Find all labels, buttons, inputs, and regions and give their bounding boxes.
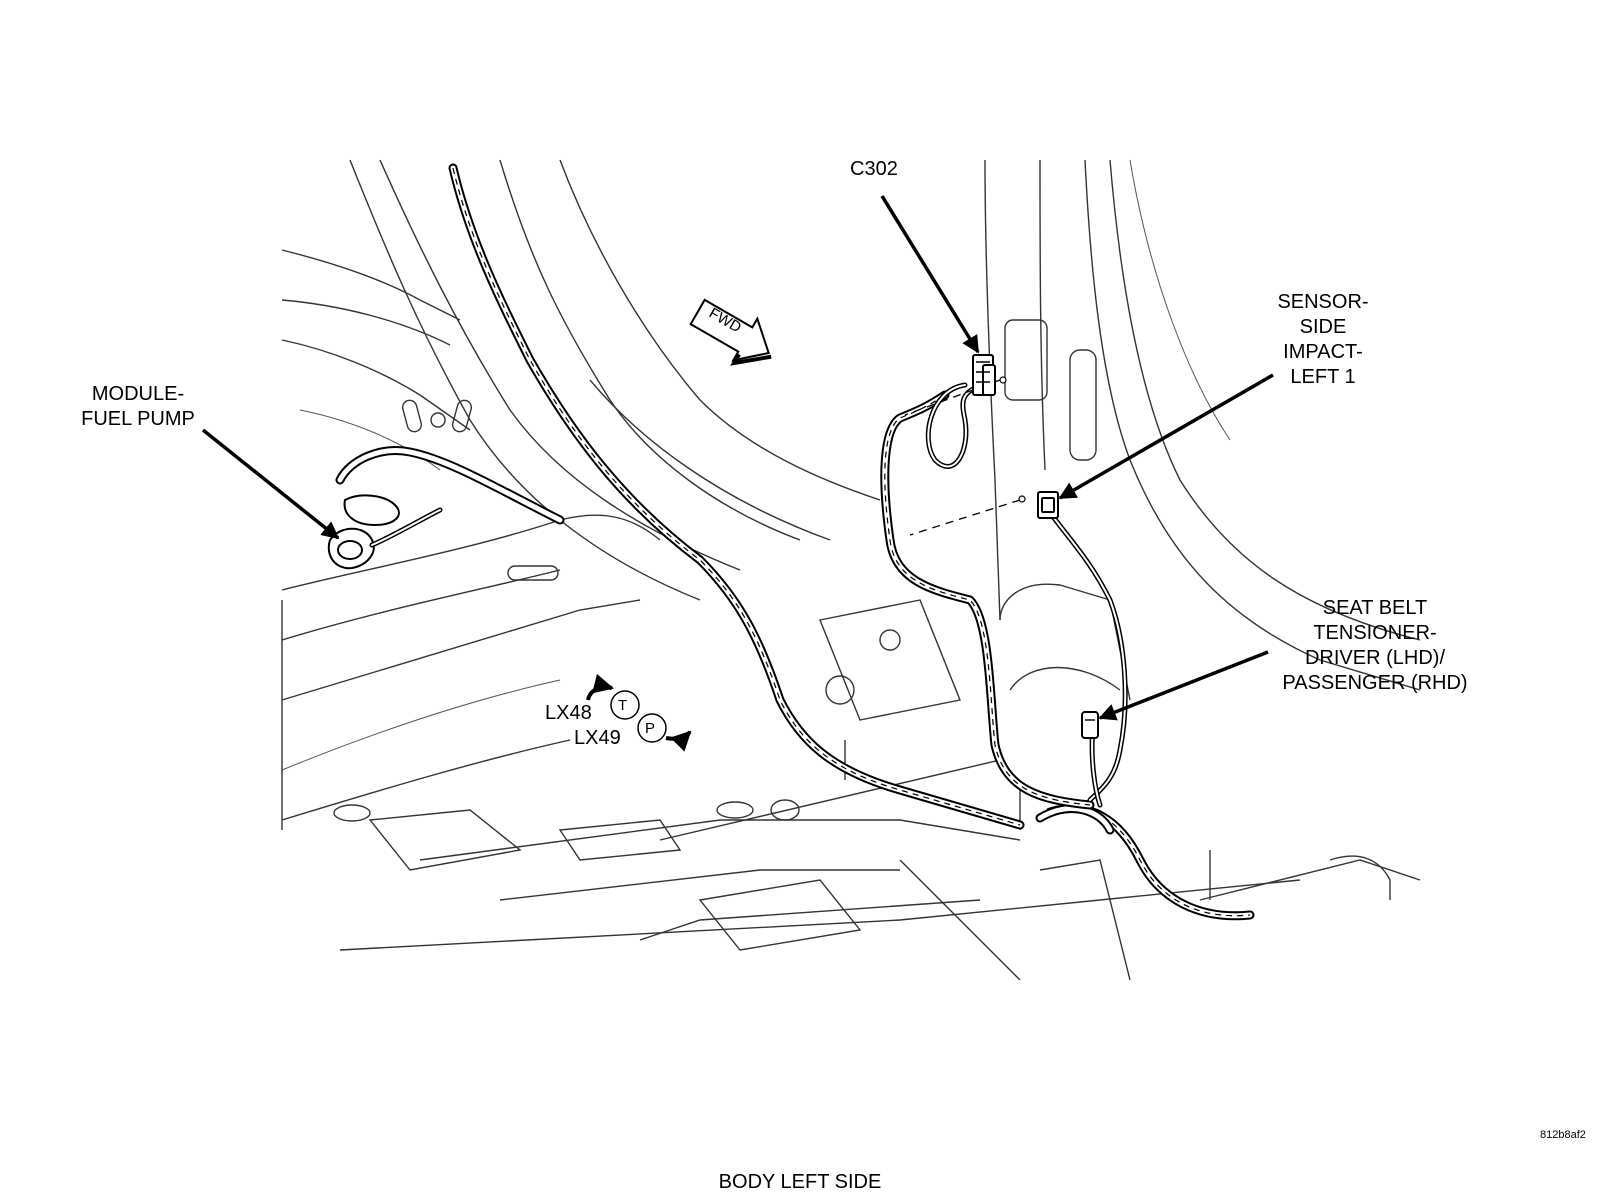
p-symbol: P: [645, 720, 656, 737]
figure-code: 812b8af2: [1540, 1129, 1586, 1141]
seat-belt-tensioner-connector: [1081, 711, 1099, 739]
side-impact-sensor: [1037, 491, 1059, 519]
label-line: SENSOR-: [1277, 291, 1369, 313]
fuel-pump-connector: [327, 494, 443, 570]
main-harness: [335, 163, 1255, 921]
label-module-fuel-pump: MODULE- FUEL PUMP: [68, 382, 208, 432]
fwd-arrow: [689, 298, 772, 366]
label-seat-belt-tensioner: SEAT BELT TENSIONER- DRIVER (LHD)/ PASSE…: [1262, 596, 1488, 696]
label-sensor-side-impact: SENSOR- SIDE IMPACT- LEFT 1: [1268, 290, 1378, 390]
c302-connector: [972, 354, 996, 396]
sensor-wire: [1045, 507, 1128, 808]
label-line: SIDE: [1299, 316, 1347, 338]
label-line: IMPACT-: [1283, 341, 1363, 363]
label-line: LEFT 1: [1290, 366, 1356, 388]
label-line: SEAT BELT: [1322, 597, 1428, 619]
label-line: TENSIONER-: [1313, 622, 1437, 644]
body-panels: [281, 159, 1421, 981]
label-line: FUEL PUMP: [81, 408, 195, 430]
diagram-caption: BODY LEFT SIDE: [718, 1171, 882, 1193]
label-c302: C302: [850, 158, 898, 180]
label-lx48: LX48: [545, 702, 592, 724]
c302-harness: [880, 382, 1095, 810]
leader-arrows: [201, 195, 1274, 721]
label-line: MODULE-: [91, 383, 185, 405]
label-lx49: LX49: [574, 727, 621, 749]
label-line: PASSENGER (RHD): [1282, 672, 1468, 694]
lx-symbols: [586, 673, 692, 752]
label-line: DRIVER (LHD)/: [1304, 647, 1445, 669]
t-symbol: T: [618, 697, 628, 714]
mounting-line-lower: [909, 499, 1021, 536]
